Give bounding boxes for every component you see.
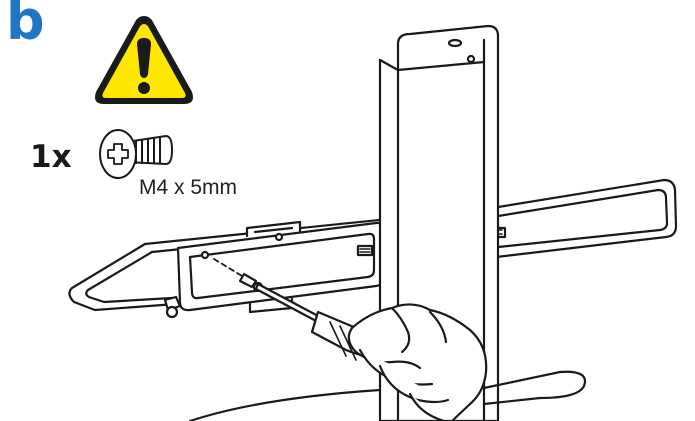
mounting-bracket (163, 220, 386, 319)
base (188, 370, 587, 421)
warning-triangle-icon (95, 16, 193, 104)
hardware-spec: M4 x 5mm (139, 176, 238, 199)
hand (347, 303, 488, 421)
phillips-screw-icon (99, 129, 173, 179)
step-label: b (6, 0, 45, 52)
screw (238, 272, 258, 289)
hardware-quantity: 1x (30, 139, 72, 175)
